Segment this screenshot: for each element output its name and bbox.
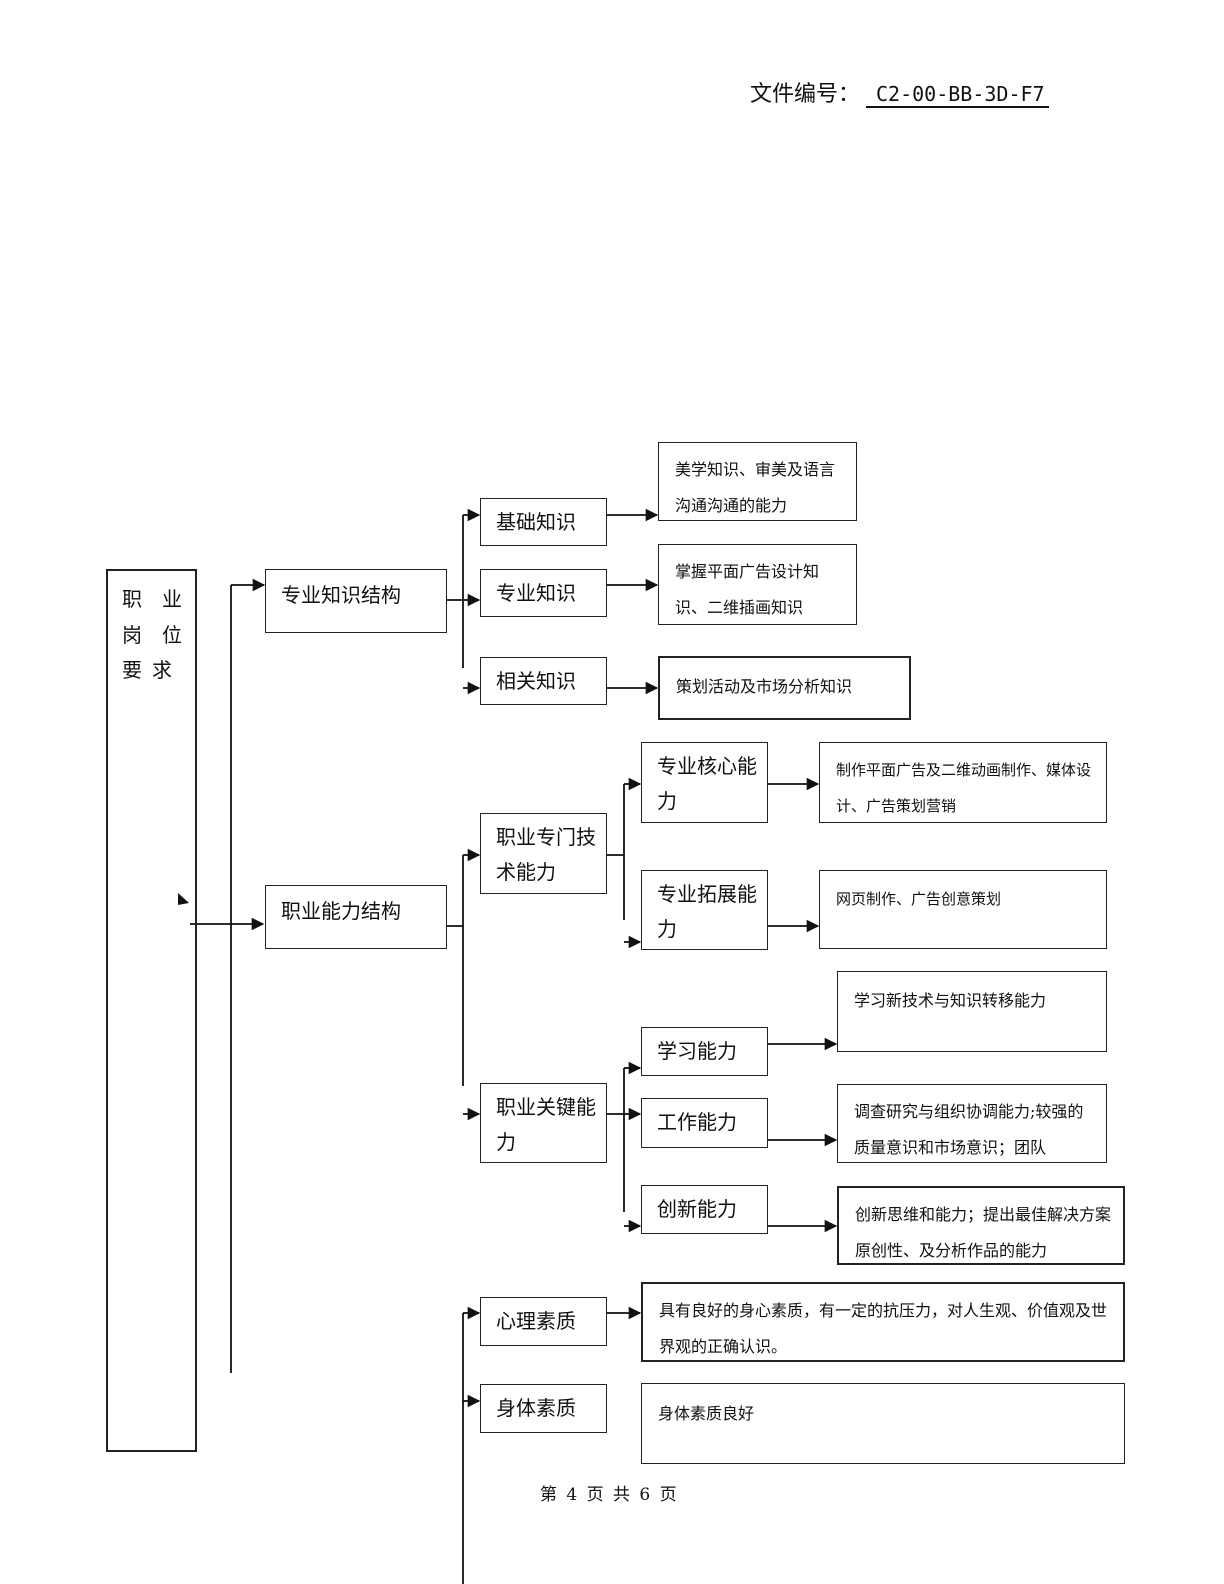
node-psychological-quality: 心理素质 — [480, 1297, 607, 1346]
node-related-knowledge: 相关知识 — [480, 657, 607, 705]
desc-basic-knowledge: 美学知识、审美及语言沟通沟通的能力 — [658, 442, 857, 521]
node-extended-ability: 专业拓展能力 — [641, 870, 768, 950]
desc-physical-quality: 身体素质良好 — [641, 1383, 1125, 1464]
desc-work-ability: 调查研究与组织协调能力;较强的质量意识和市场意识；团队 — [837, 1084, 1107, 1163]
node-knowledge-structure: 专业知识结构 — [265, 569, 447, 633]
document-number-value: C2-00-BB-3D-F7 — [866, 82, 1049, 108]
root-char: 岗 — [122, 623, 142, 647]
desc-core-ability: 制作平面广告及二维动画制作、媒体设计、广告策划营销 — [819, 742, 1107, 823]
node-basic-knowledge: 基础知识 — [480, 498, 607, 546]
node-key-ability: 职业关键能力 — [480, 1083, 607, 1163]
desc-extended-ability: 网页制作、广告创意策划 — [819, 870, 1107, 949]
document-number: 文件编号：C2-00-BB-3D-F7 — [750, 76, 1049, 108]
desc-psychological-quality: 具有良好的身心素质，有一定的抗压力，对人生观、价值观及世界观的正确认识。 — [641, 1282, 1125, 1362]
root-char: 要 — [122, 658, 142, 682]
node-ability-structure: 职业能力结构 — [265, 885, 447, 949]
root-char: 位 — [162, 623, 182, 647]
desc-related-knowledge: 策划活动及市场分析知识 — [658, 656, 911, 720]
desc-innovation-ability: 创新思维和能力；提出最佳解决方案原创性、及分析作品的能力 — [837, 1186, 1125, 1265]
desc-professional-knowledge: 掌握平面广告设计知识、二维插画知识 — [658, 544, 857, 625]
page-number: 第 4 页 共 6 页 — [540, 1485, 679, 1505]
node-learning-ability: 学习能力 — [641, 1027, 768, 1076]
node-professional-knowledge: 专业知识 — [480, 569, 607, 617]
root-node-job-requirements: 职 业 岗 位 要 求 — [106, 569, 197, 1452]
node-physical-quality: 身体素质 — [480, 1384, 607, 1433]
node-core-ability: 专业核心能力 — [641, 742, 768, 823]
node-work-ability: 工作能力 — [641, 1098, 768, 1148]
root-char: 业 — [162, 587, 182, 611]
root-char: 职 — [122, 587, 142, 611]
node-innovation-ability: 创新能力 — [641, 1185, 768, 1234]
desc-learning-ability: 学习新技术与知识转移能力 — [837, 971, 1107, 1052]
root-char: 求 — [152, 658, 172, 682]
node-specialized-technical-ability: 职业专门技术能力 — [480, 813, 607, 894]
document-number-label: 文件编号： — [750, 82, 861, 107]
